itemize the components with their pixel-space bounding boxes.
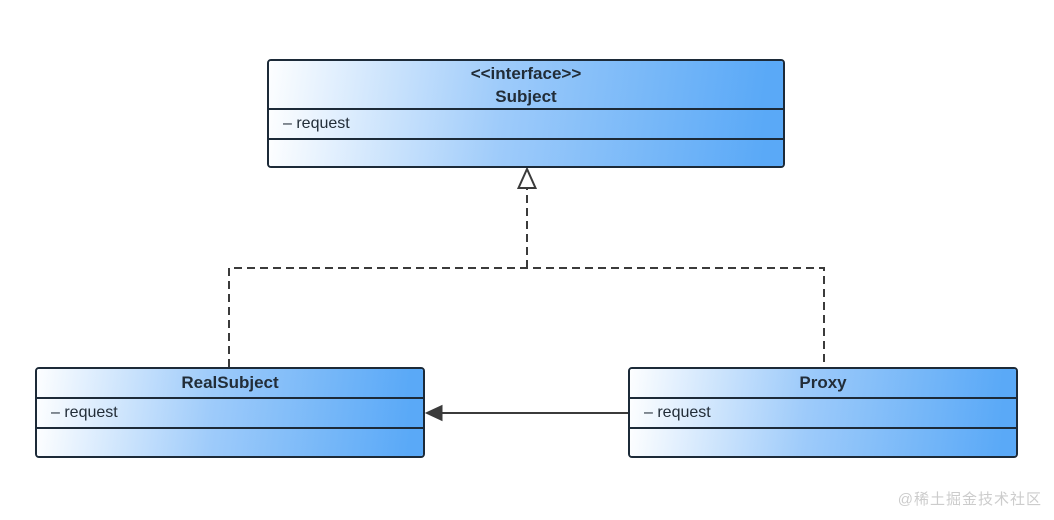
attribute-row: – request (37, 397, 423, 427)
attribute-row: – request (269, 108, 783, 138)
empty-compartment (630, 427, 1016, 456)
watermark: @稀土掘金技术社区 (897, 491, 1042, 508)
hollow-triangle-arrowhead (516, 166, 538, 189)
class-name: Proxy (630, 369, 1016, 397)
filled-arrowhead (424, 404, 443, 422)
class-box-subject: <<interface>> Subject – request (267, 59, 785, 168)
empty-compartment (269, 138, 783, 166)
class-name: Subject (495, 87, 557, 106)
class-stereotype: <<interface>> (470, 64, 582, 83)
class-name: RealSubject (37, 369, 423, 397)
empty-compartment (37, 427, 423, 456)
realization-connector-branches (228, 267, 825, 367)
attribute-row: – request (630, 397, 1016, 427)
class-header-subject: <<interface>> Subject (269, 61, 783, 108)
class-box-proxy: Proxy – request (628, 367, 1018, 458)
class-box-realsubject: RealSubject – request (35, 367, 425, 458)
